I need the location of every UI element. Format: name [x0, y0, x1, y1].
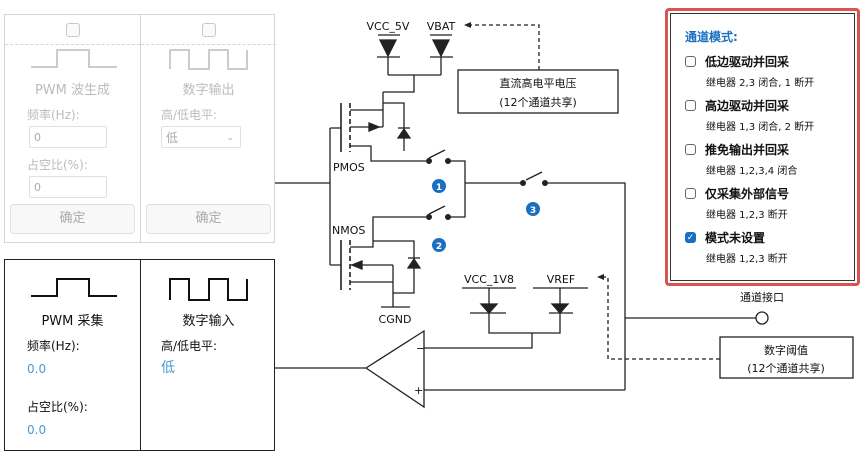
opamp-plus-label: +: [414, 384, 423, 397]
mode-description: 继电器 1,3 闭合, 2 断开: [706, 122, 815, 133]
duty-value: 0.0: [27, 423, 47, 437]
digital-output-checkbox[interactable]: [201, 22, 216, 37]
checkbox-icon[interactable]: [685, 100, 696, 111]
svg-text:1: 1: [436, 183, 442, 193]
vbat-label: VBAT: [427, 20, 456, 33]
pmos-label: PMOS: [333, 161, 365, 174]
square-wave-icon: [169, 49, 248, 70]
mode-label: 低边驱动并回采: [705, 55, 790, 69]
digital-output-column: 数字输出 高/低电平: 低⌄ 确定: [140, 15, 276, 242]
cgnd-label: CGND: [379, 313, 412, 326]
freq-input[interactable]: 0: [29, 126, 107, 148]
mode-label: 模式未设置: [705, 231, 766, 245]
digital-confirm-button[interactable]: 确定: [146, 204, 271, 234]
pwm-output-title: PWM 波生成: [34, 83, 111, 98]
digital-input-title: 数字输入: [182, 314, 235, 329]
mode-description: 继电器 2,3 闭合, 1 断开: [706, 78, 815, 89]
svg-text:2: 2: [436, 242, 442, 252]
mode-option[interactable]: 低边驱动并回采继电器 2,3 闭合, 1 断开: [685, 53, 854, 89]
square-wave-icon: [169, 278, 248, 301]
mode-option[interactable]: 高边驱动并回采继电器 1,3 闭合, 2 断开: [685, 97, 854, 133]
pwm-confirm-button[interactable]: 确定: [10, 204, 135, 234]
mode-option[interactable]: ✓ 模式未设置继电器 1,2,3 断开: [685, 229, 854, 265]
threshold-box-title: 数字阈值: [764, 343, 808, 357]
vcc5v-label: VCC_5V: [367, 20, 410, 33]
freq-value: 0.0: [27, 362, 47, 376]
opamp-minus-label: −: [416, 342, 425, 355]
checkbox-icon[interactable]: [685, 144, 696, 155]
threshold-box-subtitle: (12个通道共享): [747, 361, 825, 375]
level-label: 高/低电平:: [161, 108, 218, 122]
checkbox-checked-icon[interactable]: ✓: [685, 232, 696, 243]
pwm-output-checkbox[interactable]: [65, 22, 80, 37]
svg-text:3: 3: [530, 206, 536, 216]
mode-label: 仅采集外部信号: [705, 187, 790, 201]
pwm-wave-icon: [31, 49, 117, 68]
pwm-wave-icon: [31, 278, 117, 297]
mode-description: 继电器 1,2,3 断开: [706, 210, 788, 221]
dc-box-subtitle: (12个通道共享): [499, 95, 577, 109]
pwm-input-column: PWM 采集 频率(Hz): 0.0 占空比(%): 0.0: [5, 260, 140, 450]
freq-label: 频率(Hz):: [27, 108, 80, 122]
level-label: 高/低电平:: [161, 339, 218, 353]
duty-label: 占空比(%):: [27, 158, 88, 172]
checkbox-icon[interactable]: [685, 56, 696, 67]
digital-output-title: 数字输出: [182, 83, 235, 98]
mode-label: 推免输出并回采: [705, 143, 790, 157]
level-select[interactable]: 低⌄: [161, 126, 241, 148]
relay-badge-3: 3: [526, 202, 540, 216]
level-value: 低: [161, 360, 175, 376]
mode-option[interactable]: 仅采集外部信号继电器 1,2,3 断开: [685, 185, 854, 221]
channel-mode-panel: 通道模式: 低边驱动并回采继电器 2,3 闭合, 1 断开高边驱动并回采继电器 …: [665, 8, 860, 286]
level-select-value: 低: [166, 131, 179, 145]
mode-option[interactable]: 推免输出并回采继电器 1,2,3,4 闭合: [685, 141, 854, 177]
channel-port-label: 通道接口: [740, 290, 784, 304]
vref-label: VREF: [547, 273, 575, 286]
mode-title: 通道模式:: [685, 30, 738, 44]
mode-description: 继电器 1,2,3 断开: [706, 254, 788, 265]
duty-label: 占空比(%):: [27, 400, 88, 414]
relay-badge-1: 1: [432, 179, 446, 193]
duty-input[interactable]: 0: [29, 176, 107, 198]
checkbox-icon[interactable]: [685, 188, 696, 199]
vcc1v8-label: VCC_1V8: [464, 273, 514, 286]
pwm-output-column: PWM 波生成 频率(Hz): 0 占空比(%): 0 确定: [5, 15, 140, 242]
mode-description: 继电器 1,2,3,4 闭合: [706, 166, 798, 177]
input-panel: PWM 采集 频率(Hz): 0.0 占空比(%): 0.0 数字输入 高/低电…: [4, 259, 275, 451]
relay-badge-2: 2: [432, 238, 446, 252]
freq-label: 频率(Hz):: [27, 339, 80, 353]
digital-input-column: 数字输入 高/低电平: 低: [140, 260, 276, 450]
pwm-input-title: PWM 采集: [41, 314, 104, 329]
dc-box-title: 直流高电平电压: [500, 76, 577, 90]
output-panel: PWM 波生成 频率(Hz): 0 占空比(%): 0 确定 数字输出 高/低电…: [4, 14, 276, 243]
mode-label: 高边驱动并回采: [705, 99, 790, 113]
nmos-label: NMOS: [332, 224, 365, 237]
chevron-down-icon: ⌄: [226, 133, 234, 143]
